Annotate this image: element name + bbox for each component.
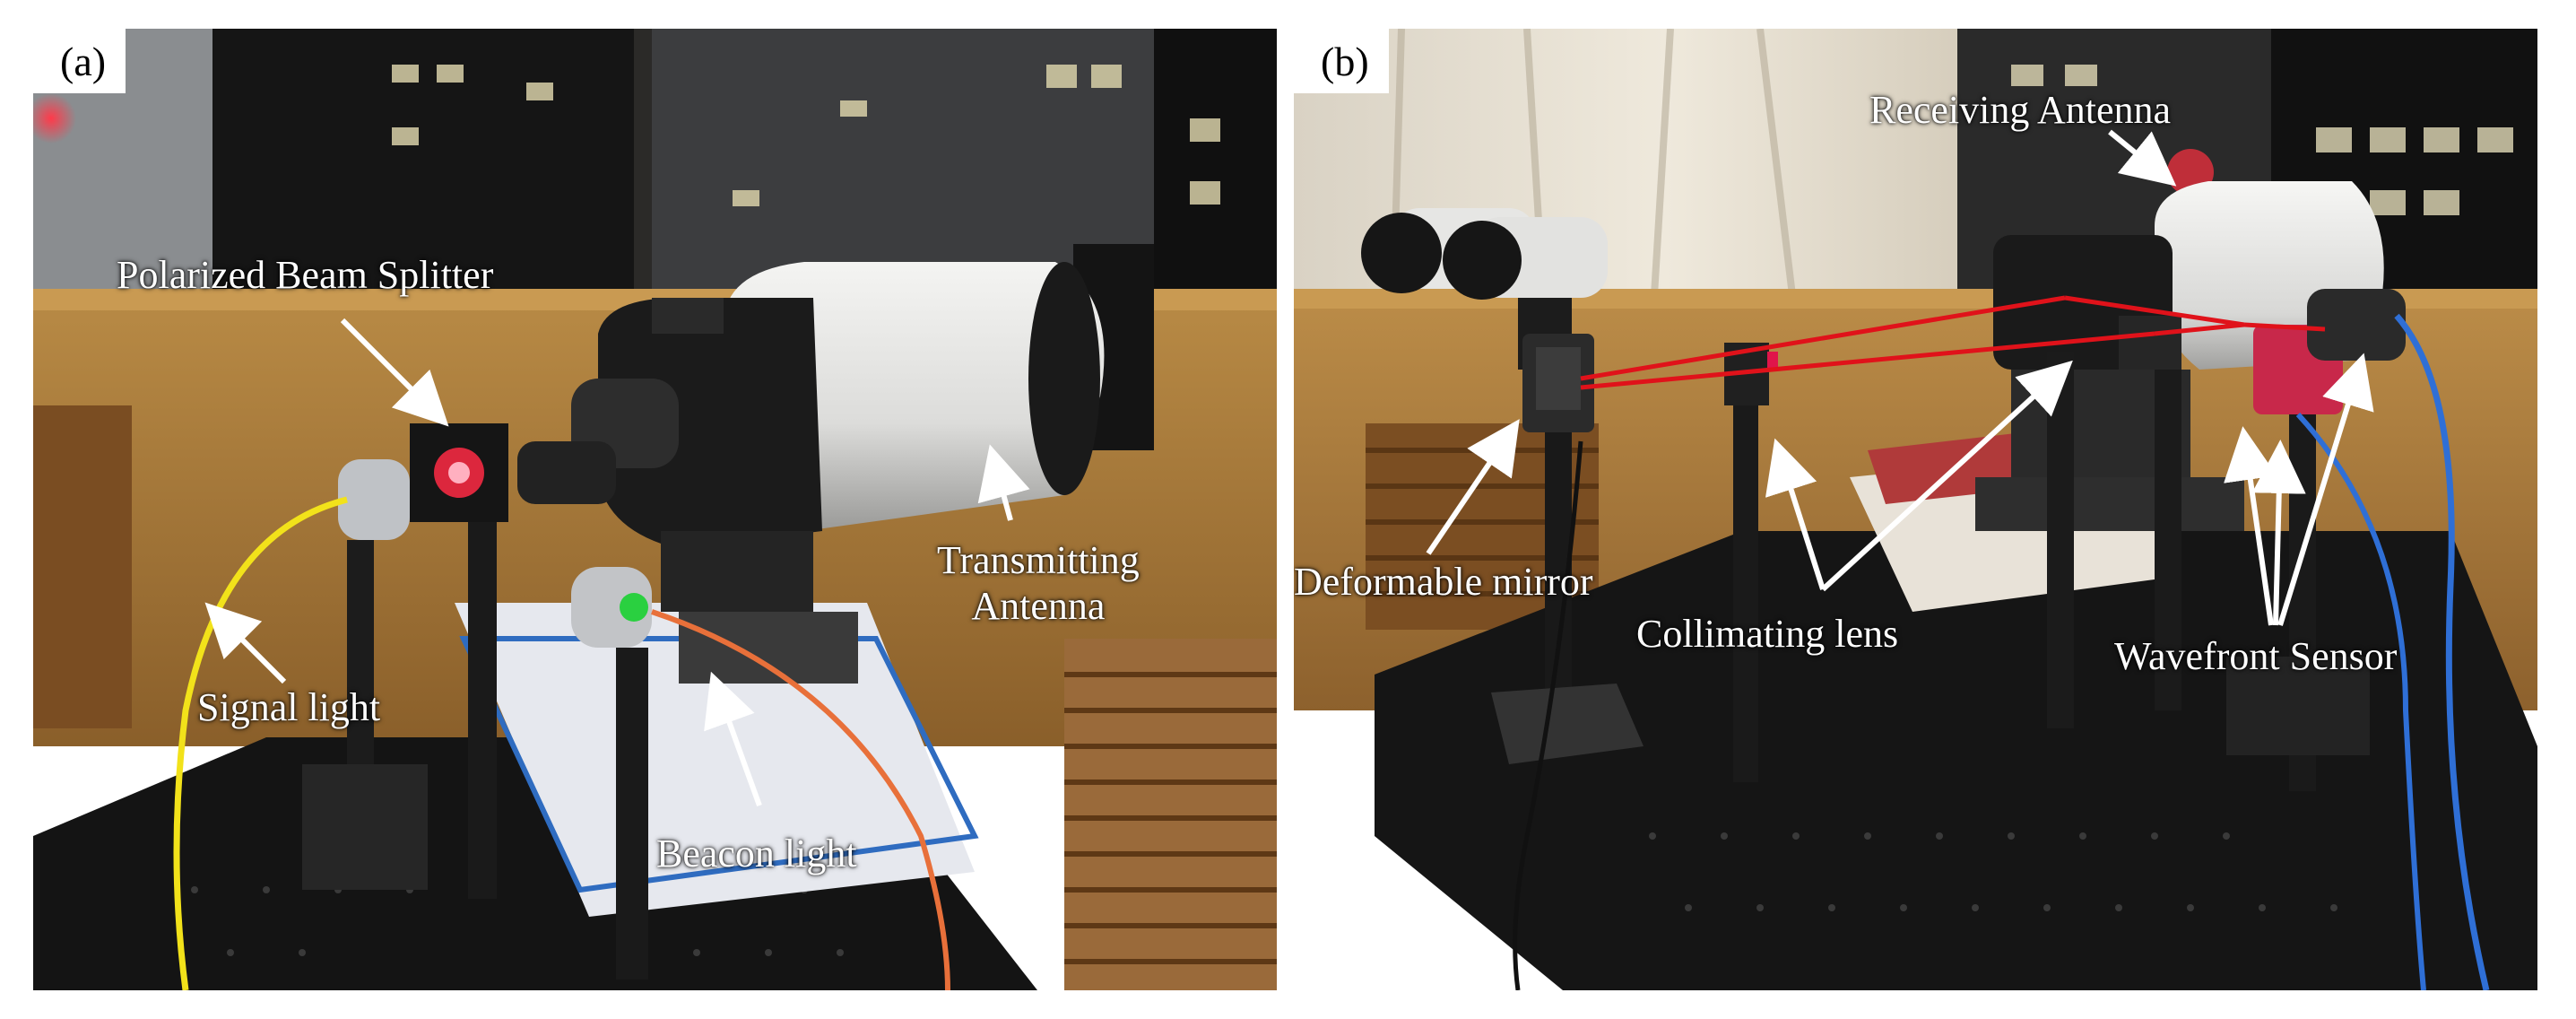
callout-wavefront-sensor: Wavefront Sensor — [2114, 634, 2398, 678]
beam-splitter-mount — [410, 423, 616, 522]
panel-a-label: (a) — [33, 29, 126, 93]
building-lights — [392, 65, 1220, 206]
callout-collimating-lens: Collimating lens — [1636, 612, 1899, 656]
callout-signal-light: Signal light — [197, 685, 381, 729]
building-lights — [2011, 65, 2513, 215]
callout-receiving-antenna: Receiving Antenna — [1869, 88, 2172, 132]
callout-deformable-mirror: Deformable mirror — [1294, 560, 1593, 604]
callout-transmitting-antenna-line2: Antenna — [971, 583, 1106, 628]
photo-panel-b: (b) Receiving Antenna Deformable mirror … — [1294, 29, 2537, 990]
wall-vent — [33, 405, 1277, 990]
callout-beacon-light: Beacon light — [656, 832, 857, 875]
table-holes — [1649, 832, 2337, 911]
callout-polarized-beam-splitter: Polarized Beam Splitter — [117, 253, 494, 297]
transmitter-scene — [33, 29, 1277, 990]
callout-transmitting-antenna-line1: Transmitting — [937, 538, 1140, 582]
optic-posts — [302, 459, 652, 980]
beacon-fiber — [651, 609, 950, 990]
photo-panel-a: (a) Polarized Beam Splitter Transmitting… — [33, 29, 1277, 990]
sensor-cable — [2394, 313, 2490, 990]
panel-b-label: (b) — [1294, 29, 1389, 93]
collimating-lens-mount — [1724, 343, 1778, 782]
transmitting-antenna-telescope — [571, 244, 1154, 684]
optical-table — [1375, 531, 2537, 990]
signal-fiber — [173, 496, 348, 990]
spare-telescopes — [1361, 208, 1608, 370]
receiver-scene — [1294, 29, 2537, 990]
deformable-mirror-mount — [1491, 334, 1644, 764]
laser-beam-path — [1580, 295, 2326, 390]
callout-transmitting-antenna: Transmitting Antenna — [937, 538, 1140, 629]
